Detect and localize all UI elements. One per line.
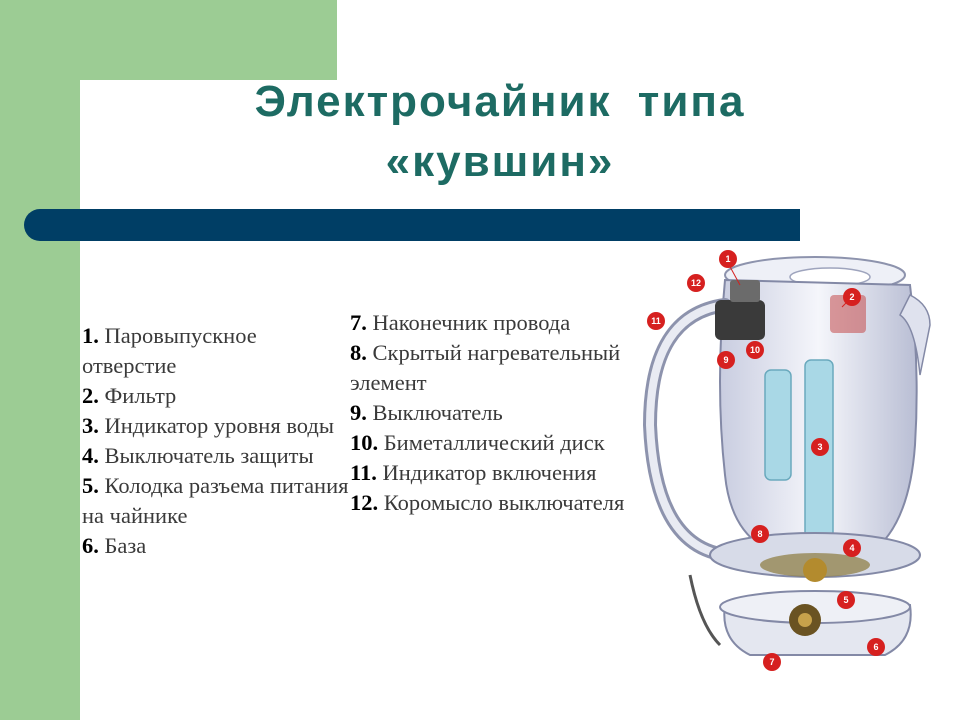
callout-label: 4: [849, 543, 854, 553]
filter-mesh: [830, 295, 866, 333]
callout-badge: [717, 351, 735, 369]
callout-label: 3: [817, 442, 822, 452]
switch-housing: [715, 300, 765, 340]
legend-item: 5. Колодка разъема питания на чайнике: [82, 471, 352, 531]
legend-text: База: [98, 533, 147, 558]
callout-label: 11: [651, 316, 661, 326]
callout-label: 7: [769, 657, 774, 667]
legend-text: Индикатор уровня воды: [98, 413, 334, 438]
callout-label: 6: [873, 642, 878, 652]
callout-label: 1: [725, 254, 730, 264]
legend-number: 2.: [82, 383, 99, 408]
callout-6: 6: [867, 638, 885, 656]
legend-item: 7. Наконечник провода: [350, 308, 630, 338]
legend-item: 9. Выключатель: [350, 398, 630, 428]
legend-number: 8.: [350, 340, 367, 365]
legend-item: 10. Биметаллический диск: [350, 428, 630, 458]
level-indicator-left: [764, 369, 792, 481]
legend-text: Фильтр: [98, 383, 177, 408]
callout-8: 8: [751, 525, 769, 543]
legend-number: 4.: [82, 443, 99, 468]
legend-text: Паровыпускное отверстие: [82, 323, 257, 378]
legend-item: 8. Скрытый нагревательный элемент: [350, 338, 630, 398]
legend-item: 4. Выключатель защиты: [82, 441, 352, 471]
legend-text: Наконечник провода: [366, 310, 571, 335]
callout-7: 7: [763, 653, 781, 671]
callout-label: 9: [723, 355, 728, 365]
legend-text: Колодка разъема питания на чайнике: [82, 473, 349, 528]
kettle-diagram: 1 2 3 4 5 6 7 8: [630, 245, 940, 715]
legend-text: Выключатель: [366, 400, 503, 425]
legend-number: 3.: [82, 413, 99, 438]
legend-number: 7.: [350, 310, 367, 335]
callout-badge: [763, 653, 781, 671]
legend-number: 1.: [82, 323, 99, 348]
callout-badge: [843, 539, 861, 557]
callout-9: 9: [717, 351, 735, 369]
callout-label: 8: [757, 529, 762, 539]
legend-left-column: 1. Паровыпускное отверстие 2. Фильтр 3. …: [82, 321, 352, 561]
legend-text: Индикатор включения: [376, 460, 597, 485]
power-cord: [688, 574, 722, 647]
legend-number: 9.: [350, 400, 367, 425]
title-divider: [24, 209, 800, 241]
callout-badge: [837, 591, 855, 609]
callout-badge: [647, 312, 665, 330]
callout-badge: [843, 288, 861, 306]
callout-1: 1: [719, 250, 741, 286]
legend-number: 6.: [82, 533, 99, 558]
callout-4: 4: [843, 539, 861, 557]
callout-badge: [719, 250, 737, 268]
callout-3: 3: [811, 438, 829, 456]
callout-10: 10: [746, 341, 764, 359]
legend-number: 11.: [350, 460, 377, 485]
callout-11: 11: [647, 312, 665, 330]
callout-badge: [867, 638, 885, 656]
legend-text: Биметаллический диск: [378, 430, 605, 455]
kettle-illustration: 1 2 3 4 5 6 7 8: [642, 250, 931, 671]
slide-title-line-2: «кувшин»: [385, 137, 615, 186]
callout-2: 2: [841, 288, 861, 308]
legend-item: 3. Индикатор уровня воды: [82, 411, 352, 441]
legend-item: 2. Фильтр: [82, 381, 352, 411]
kettle-handle-highlight: [645, 301, 729, 559]
legend-item: 1. Паровыпускное отверстие: [82, 321, 352, 381]
callout-label: 5: [843, 595, 848, 605]
legend-number: 10.: [350, 430, 379, 455]
slide-title-line-1: Электрочайник типа: [254, 77, 746, 126]
callout-5: 5: [837, 591, 855, 609]
legend-number: 12.: [350, 490, 379, 515]
legend-right-column: 7. Наконечник провода 8. Скрытый нагрева…: [350, 308, 630, 518]
connector-pin: [798, 613, 812, 627]
callout-badge: [811, 438, 829, 456]
slide-title: Электрочайник типа «кувшин»: [160, 72, 840, 192]
legend-text: Скрытый нагревательный элемент: [350, 340, 621, 395]
callout-badge: [746, 341, 764, 359]
callout-label: 12: [691, 278, 701, 288]
legend-item: 12. Коромысло выключателя: [350, 488, 630, 518]
switch-lever: [730, 280, 760, 302]
legend-item: 11. Индикатор включения: [350, 458, 630, 488]
legend-number: 5.: [82, 473, 99, 498]
legend-text: Коромысло выключателя: [378, 490, 625, 515]
callout-label: 10: [750, 345, 760, 355]
callout-12: 12: [687, 274, 705, 292]
content-corner: [80, 80, 160, 160]
callout-badge: [687, 274, 705, 292]
kettle-spout: [899, 293, 931, 376]
kettle-handle: [642, 298, 732, 562]
accent-strip: [0, 0, 80, 720]
legend-text: Выключатель защиты: [98, 443, 314, 468]
callout-badge: [751, 525, 769, 543]
legend-item: 6. База: [82, 531, 352, 561]
callout-label: 2: [849, 292, 854, 302]
bimetal-disc: [803, 558, 827, 582]
